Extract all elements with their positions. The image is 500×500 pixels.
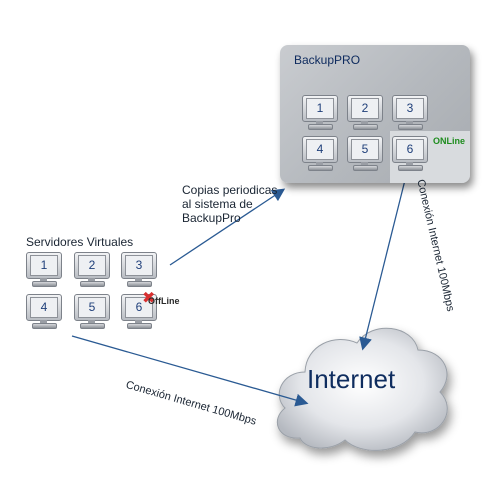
backup-monitor-4: 4 <box>302 136 338 171</box>
server-monitor-5: 5 <box>74 294 110 329</box>
online-status: ONLine <box>433 136 466 146</box>
internet-label: Internet <box>307 364 396 394</box>
copy-label-line3: BackupPro <box>182 211 241 225</box>
backuppro-title: BackupPRO <box>294 53 361 67</box>
server-monitor-2: 2 <box>74 252 110 287</box>
backup-internet-arrow <box>359 167 409 351</box>
server-monitor-3: 3 <box>121 252 157 287</box>
server-monitor-6: 6 <box>121 294 157 329</box>
servers-title: Servidores Virtuales <box>26 235 134 249</box>
backup-monitor-3: 3 <box>392 95 428 130</box>
copy-label-line2: al sistema de <box>182 197 253 211</box>
copy-label: Copias periodicas al sistema de BackupPr… <box>182 183 277 225</box>
copy-label-line1: Copias periodicas <box>182 183 278 197</box>
backup-monitor-1: 1 <box>302 95 338 130</box>
backup-monitor-2: 2 <box>347 95 383 130</box>
server-monitor-4: 4 <box>26 294 62 329</box>
copy-arrow <box>169 188 286 266</box>
backuppro-panel: BackupPRO ONLine 1 2 3 4 5 6 <box>280 45 470 183</box>
offline-status: OffLine <box>148 296 180 306</box>
server-monitor-1: 1 <box>26 252 62 287</box>
backup-monitor-5: 5 <box>347 136 383 171</box>
internet-cloud <box>276 327 448 451</box>
servers-internet-arrow <box>71 335 309 407</box>
offline-x-icon: ✖ <box>142 290 156 307</box>
backup-monitor-6: 6 <box>392 136 428 171</box>
